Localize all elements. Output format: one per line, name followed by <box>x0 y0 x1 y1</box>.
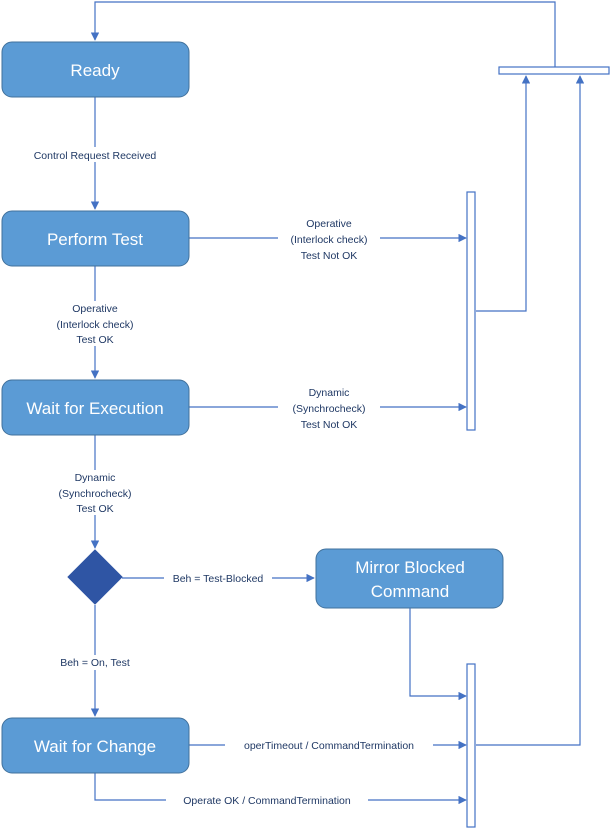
label-oper-timeout: operTimeout / CommandTermination <box>244 740 414 752</box>
connector-bar2-to-top-bar <box>476 75 585 746</box>
label-beh-on-test: Beh = On, Test <box>60 657 130 669</box>
connector-mirror-to-bar2 <box>409 608 467 701</box>
label-pt-wait-line3: Test OK <box>76 334 113 346</box>
label-we-ok-line1: Dynamic <box>75 472 116 484</box>
state-wait-for-change: Wait for Change <box>1 717 190 774</box>
state-wait-for-execution-label: Wait for Execution <box>26 399 163 418</box>
label-pt-fail-line3: Test Not OK <box>301 250 358 262</box>
decision-diamond <box>67 549 123 605</box>
label-pt-wait-line2: (Interlock check) <box>56 319 133 331</box>
state-mirror-label-line1: Mirror Blocked <box>355 558 465 577</box>
state-wait-for-change-label: Wait for Change <box>34 737 156 756</box>
sync-bar-2 <box>466 663 476 828</box>
label-control-request-received: Control Request Received <box>34 150 157 162</box>
label-pt-fail-line1: Operative <box>306 218 352 230</box>
state-perform-test-label: Perform Test <box>47 230 143 249</box>
label-operate-ok: Operate OK / CommandTermination <box>183 795 351 807</box>
state-perform-test: Perform Test <box>1 210 190 267</box>
state-ready: Ready <box>1 41 190 98</box>
label-we-ok-line3: Test OK <box>76 503 113 515</box>
label-beh-test-blocked: Beh = Test-Blocked <box>173 573 264 585</box>
label-pt-fail-line2: (Interlock check) <box>290 234 367 246</box>
label-we-fail-line1: Dynamic <box>309 387 350 399</box>
connector-bar1-to-top-bar <box>476 75 531 312</box>
label-we-fail-line3: Test Not OK <box>301 419 358 431</box>
state-mirror-label-line2: Command <box>371 582 449 601</box>
connector-loop-to-ready <box>90 1 556 67</box>
label-we-fail-line2: (Synchrocheck) <box>293 403 366 415</box>
sync-bar-1 <box>466 191 476 431</box>
sync-bar-top <box>498 66 610 75</box>
label-we-ok-line2: (Synchrocheck) <box>59 488 132 500</box>
label-pt-wait-line1: Operative <box>72 303 118 315</box>
edge-labels: Control Request Received Operative (Inte… <box>24 147 433 808</box>
state-mirror-blocked-command: Mirror Blocked Command <box>315 548 504 609</box>
state-wait-for-execution: Wait for Execution <box>1 379 190 436</box>
state-ready-label: Ready <box>70 61 120 80</box>
